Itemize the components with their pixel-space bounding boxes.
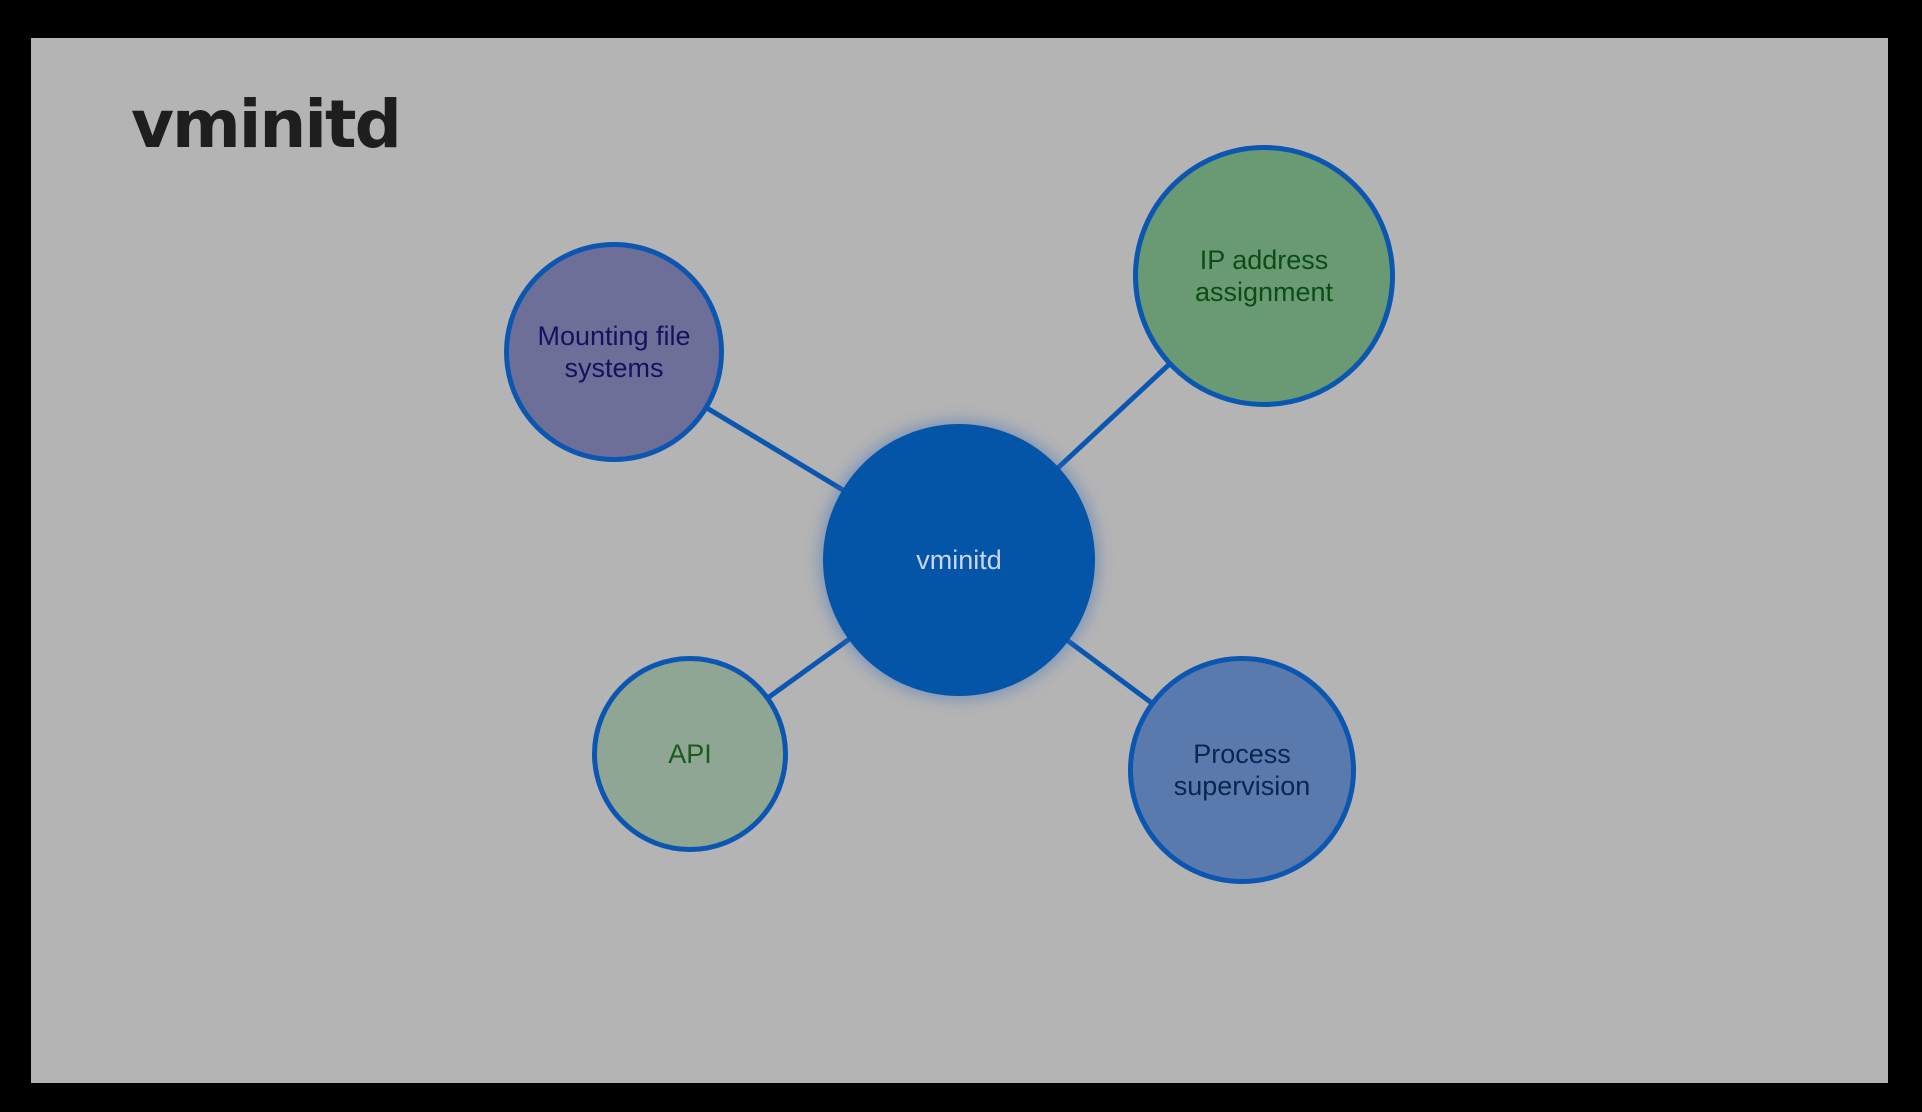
node-process-supervision: Process supervision [1128, 656, 1356, 884]
node-vminitd-center: vminitd [823, 424, 1095, 696]
node-ip-address-assignment: IP address assignment [1133, 145, 1395, 407]
node-label: IP address assignment [1194, 245, 1334, 307]
node-label: vminitd [916, 545, 1002, 575]
node-mounting-file-systems: Mounting file systems [504, 242, 724, 462]
node-label: Mounting file systems [537, 321, 691, 383]
node-label: Process supervision [1173, 739, 1311, 801]
slide-title: vminitd [131, 86, 402, 163]
node-label: API [668, 739, 712, 769]
slide: vminitd Mounting file systems IP address… [31, 38, 1888, 1083]
node-api: API [592, 656, 788, 852]
